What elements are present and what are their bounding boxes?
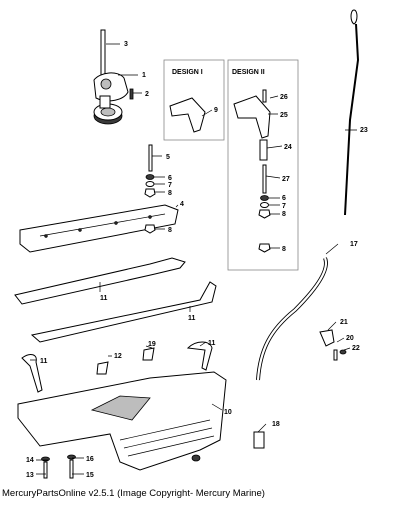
rear-seal-right	[186, 341, 213, 371]
pickup-tube	[100, 29, 106, 79]
callout: 11	[100, 295, 108, 302]
design-1-box	[163, 59, 225, 141]
callout: 1	[142, 72, 146, 79]
callout-numbers: 3 1 2 5 6 7 8 4 8 9 11 11 11 11 12 19 10…	[26, 41, 368, 479]
gasket-upper	[14, 257, 186, 305]
nut-d2	[258, 209, 271, 219]
callout: 26	[280, 94, 288, 101]
nut-d2-b	[258, 243, 271, 253]
callout: 8	[282, 211, 286, 218]
pump-bolt	[129, 88, 134, 100]
tray-nut	[144, 224, 156, 234]
screw-20	[333, 349, 338, 361]
dipstick	[344, 23, 360, 216]
callout: 15	[86, 472, 94, 479]
callout: 20	[346, 335, 354, 342]
leader-lines	[30, 43, 357, 475]
copyright-caption: MercuryPartsOnline v2.5.1 (Image Copyrig…	[2, 488, 265, 499]
callout: 13	[26, 472, 34, 479]
clip-19	[142, 347, 155, 361]
callout: 25	[280, 112, 288, 119]
callout: 9	[214, 107, 218, 114]
callout: 8	[282, 246, 286, 253]
bolt-13	[43, 461, 48, 479]
oil-pump	[93, 72, 129, 125]
dipstick-handle	[350, 9, 358, 25]
washer-14	[41, 456, 50, 462]
callout: 10	[224, 409, 232, 416]
callout: 21	[340, 319, 348, 326]
stud	[148, 144, 153, 172]
fitting-18	[253, 431, 265, 449]
callout: 19	[148, 341, 156, 348]
bolt-26	[262, 89, 267, 103]
callout: 17	[350, 241, 358, 248]
callout: 23	[360, 127, 368, 134]
bolt-15	[69, 459, 74, 479]
nut	[144, 188, 156, 198]
callout: 7	[168, 182, 172, 189]
clip-12	[96, 361, 109, 375]
washer-d2	[260, 195, 269, 201]
callout: 11	[208, 340, 216, 347]
design-2-label: DESIGN II	[232, 69, 265, 76]
oil-pan	[17, 371, 227, 471]
tube-clamp	[319, 329, 335, 347]
lockwasher-d2	[260, 202, 269, 208]
lockwasher	[145, 181, 155, 187]
callout: 6	[168, 175, 172, 182]
callout: 22	[352, 345, 360, 352]
callout: 18	[272, 421, 280, 428]
callout: 2	[145, 91, 149, 98]
callout: 14	[26, 457, 34, 464]
dipstick-tube	[256, 257, 328, 381]
bracket-design-1	[169, 97, 206, 133]
callout: 3	[124, 41, 128, 48]
callout: 8	[168, 227, 172, 234]
callout: 12	[114, 353, 122, 360]
callout: 16	[86, 456, 94, 463]
spacer-25	[259, 139, 268, 161]
callout: 11	[40, 358, 48, 365]
callout: 27	[282, 176, 290, 183]
callout: 11	[188, 315, 196, 322]
callout: 7	[282, 203, 286, 210]
windage-tray	[19, 204, 179, 253]
callout: 5	[166, 154, 170, 161]
rear-seal-left	[21, 354, 43, 393]
callout: 4	[180, 201, 184, 208]
gasket-lower	[30, 281, 217, 343]
design-2-box	[227, 59, 299, 271]
callout: 24	[284, 144, 292, 151]
callout: 8	[168, 190, 172, 197]
design-1-label: DESIGN I	[172, 69, 203, 76]
callout: 6	[282, 195, 286, 202]
stud-27	[262, 164, 267, 194]
bracket-design-2	[233, 95, 271, 139]
washer-16	[67, 454, 76, 460]
washer-23	[339, 349, 347, 355]
washer	[145, 174, 155, 180]
